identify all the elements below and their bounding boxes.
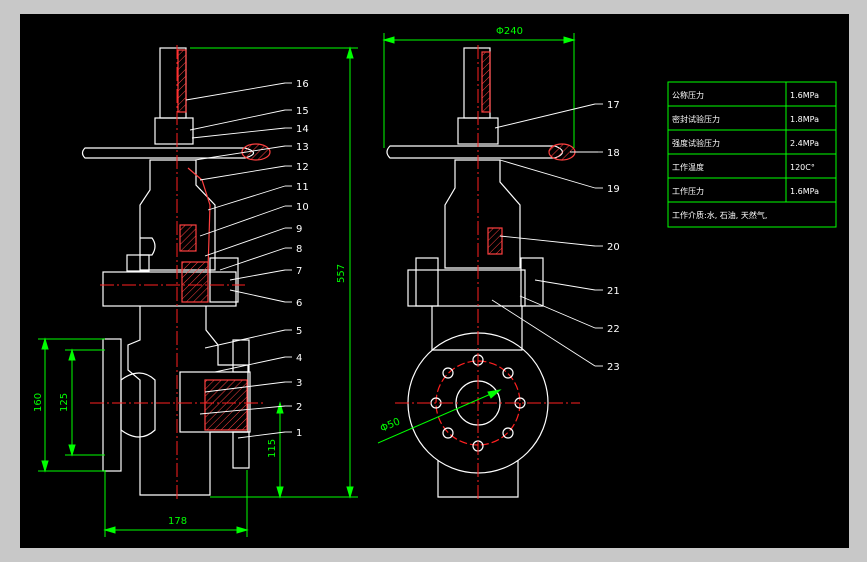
spec-row-5-label: 工作压力 (672, 186, 704, 196)
packing-side-section (487, 227, 503, 255)
bolt-hole-br (502, 427, 514, 439)
part-label-22: 22 (607, 324, 620, 335)
front-view-dim-text: 557 160 125 115 178 (33, 264, 347, 527)
part-label-21: 21 (607, 286, 620, 297)
dim-handwheel-dia: Φ240 (496, 26, 523, 37)
part-label-9: 9 (296, 224, 302, 235)
spec-table (667, 81, 837, 228)
body-flange-side (407, 269, 526, 307)
front-view (81, 47, 271, 496)
spec-row-5-value: 1.6MPa (790, 187, 819, 196)
dim-bottom-height: 115 (267, 439, 278, 458)
bolt-right-side (520, 257, 544, 307)
bolt-circle-side (435, 360, 521, 446)
gate-section (204, 379, 248, 431)
spec-row-1-value: 1.6MPa (790, 91, 819, 100)
side-bolt (126, 254, 150, 272)
part-label-23: 23 (607, 362, 620, 373)
part-label-10: 10 (296, 202, 309, 213)
spec-row-3-label: 强度试验压力 (672, 138, 720, 148)
cad-drawing-canvas: 557 160 125 115 178 16 15 14 13 12 11 10… (20, 14, 849, 548)
dim-width-bottom: 178 (168, 516, 187, 527)
side-view-centerlines (395, 45, 580, 500)
spec-medium: 工作介质:水, 石油, 天然气, (672, 210, 767, 220)
front-view-centerlines (90, 45, 265, 500)
bolt-hole-tl (442, 367, 454, 379)
part-label-7: 7 (296, 266, 302, 277)
spec-row-2-label: 密封试验压力 (672, 114, 720, 124)
handwheel-side (386, 145, 564, 159)
flange-section (181, 261, 209, 303)
part-label-2: 2 (296, 402, 302, 413)
part-label-19: 19 (607, 184, 620, 195)
dim-flange-outer: 160 (33, 393, 44, 412)
dim-bore-dia: Φ50 (379, 416, 402, 434)
handwheel (81, 147, 255, 159)
packing-section (179, 224, 197, 252)
side-port (140, 237, 156, 256)
dim-flange-inner: 125 (59, 393, 70, 412)
stem-section (177, 49, 187, 113)
part-label-6: 6 (296, 298, 302, 309)
flange-bolt (209, 257, 239, 303)
bolt-hole-bl (442, 427, 454, 439)
part-label-5: 5 (296, 326, 302, 337)
front-view-leaders (185, 82, 292, 439)
front-view-part-numbers: 16 15 14 13 12 11 10 9 8 7 6 5 4 3 2 1 (296, 79, 309, 439)
part-label-8: 8 (296, 244, 302, 255)
valve-body (127, 306, 249, 496)
part-label-3: 3 (296, 378, 302, 389)
part-label-4: 4 (296, 353, 302, 364)
spec-row-4-value: 120C° (790, 163, 815, 172)
bolt-left-side (415, 257, 439, 307)
inlet-flange (102, 338, 122, 472)
spec-row-4-label: 工作温度 (672, 162, 704, 172)
bolt-hole-tr (502, 367, 514, 379)
part-label-17: 17 (607, 100, 620, 111)
part-label-13: 13 (296, 142, 309, 153)
part-label-18: 18 (607, 148, 620, 159)
spec-row-2-value: 1.8MPa (790, 115, 819, 124)
seat-ring-bottom (232, 431, 250, 469)
spec-row-3-value: 2.4MPa (790, 139, 819, 148)
inlet-neck (120, 372, 156, 438)
bonnet (139, 159, 216, 271)
side-view-leaders (491, 103, 603, 367)
stem-side-section (481, 51, 491, 113)
bonnet-section (187, 167, 211, 271)
side-view-part-numbers: 17 18 19 20 21 22 23 (607, 100, 620, 373)
part-label-15: 15 (296, 106, 309, 117)
part-label-1: 1 (296, 428, 302, 439)
front-view-dimensions (38, 46, 358, 537)
side-view-dimensions (377, 33, 576, 444)
bonnet-side (444, 159, 521, 269)
handwheel-rim-section (241, 143, 271, 161)
body-flange (102, 271, 237, 307)
part-label-16: 16 (296, 79, 309, 90)
body-neck-side (431, 306, 523, 351)
part-label-14: 14 (296, 124, 309, 135)
part-label-20: 20 (607, 242, 620, 253)
part-label-12: 12 (296, 162, 309, 173)
yoke-nut (154, 117, 194, 145)
spec-row-1-label: 公称压力 (672, 90, 704, 100)
dim-height-total: 557 (336, 264, 347, 283)
part-label-11: 11 (296, 182, 309, 193)
drawing-svg: 557 160 125 115 178 16 15 14 13 12 11 10… (33, 26, 837, 537)
spec-table-text: 公称压力 1.6MPa 密封试验压力 1.8MPa 强度试验压力 2.4MPa … (672, 90, 819, 220)
